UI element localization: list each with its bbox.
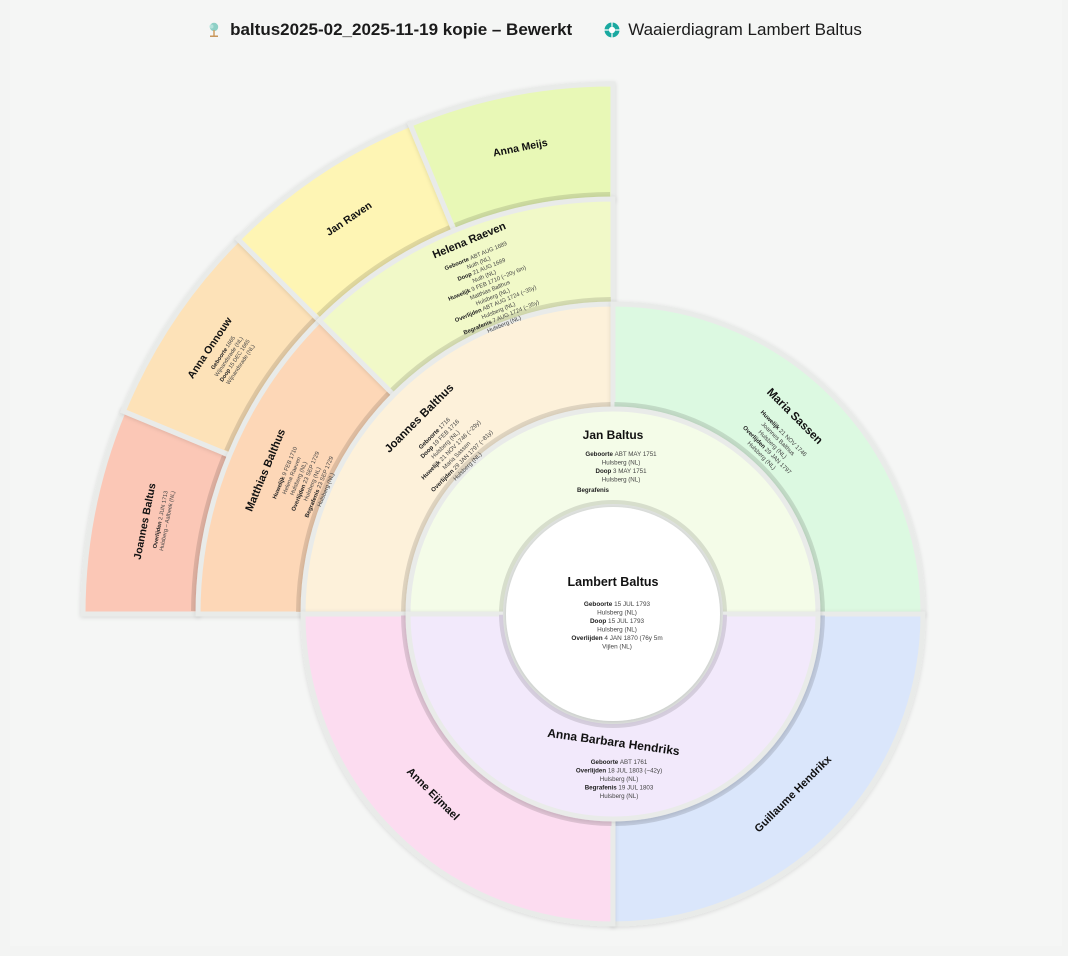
center-facts-place-1: Hulsberg (NL) [597,627,637,634]
segment-lambert-baltus[interactable] [503,504,723,724]
document-title[interactable]: baltus2025-02_2025-11-19 kopie – Bewerkt [206,20,572,40]
center-facts-fact-0: Geboorte 15 JUL 1793 [584,601,651,608]
mother-facts-fact-2: Begrafenis 19 JUL 1803 [585,785,654,792]
chart-title-text: Waaierdiagram Lambert Baltus [628,20,862,39]
mother-facts-place-2: Hulsberg (NL) [600,793,639,800]
center-facts-place-0: Hulsberg (NL) [597,610,637,617]
center-name: Lambert Baltus [568,575,659,589]
mother-facts-place-1: Hulsberg (NL) [600,776,639,783]
father-name: Jan Baltus [583,428,644,442]
mother-facts-fact-1: Overlijden 18 JUL 1803 (~42y) [576,768,662,775]
father-facts-fact-0: Geboorte ABT MAY 1751 [585,451,657,458]
chart-title[interactable]: Waaierdiagram Lambert Baltus [604,20,862,40]
center-facts-fact-2: Overlijden 4 JAN 1870 (76y 5m [571,635,662,642]
mother-facts-fact-0: Geboorte ABT 1761 [591,759,648,766]
father-facts-place-1: Hulsberg (NL) [602,477,641,484]
father-facts-fact-1: Doop 3 MAY 1751 [595,468,647,475]
fan-chart-icon [604,22,620,38]
family-tree-icon [206,22,222,38]
center-facts-place-2: Vijlen (NL) [602,644,632,651]
father-burial-label: Begrafenis [577,487,610,494]
center-facts-fact-1: Doop 15 JUL 1793 [590,618,645,625]
window-header: baltus2025-02_2025-11-19 kopie – Bewerkt… [0,0,1068,60]
ffff-facts-fact-0: Overlijden 2 JUN 1713 [152,490,169,549]
document-title-text: baltus2025-02_2025-11-19 kopie – Bewerkt [230,20,573,39]
father-facts-place-0: Hulsberg (NL) [602,460,641,467]
